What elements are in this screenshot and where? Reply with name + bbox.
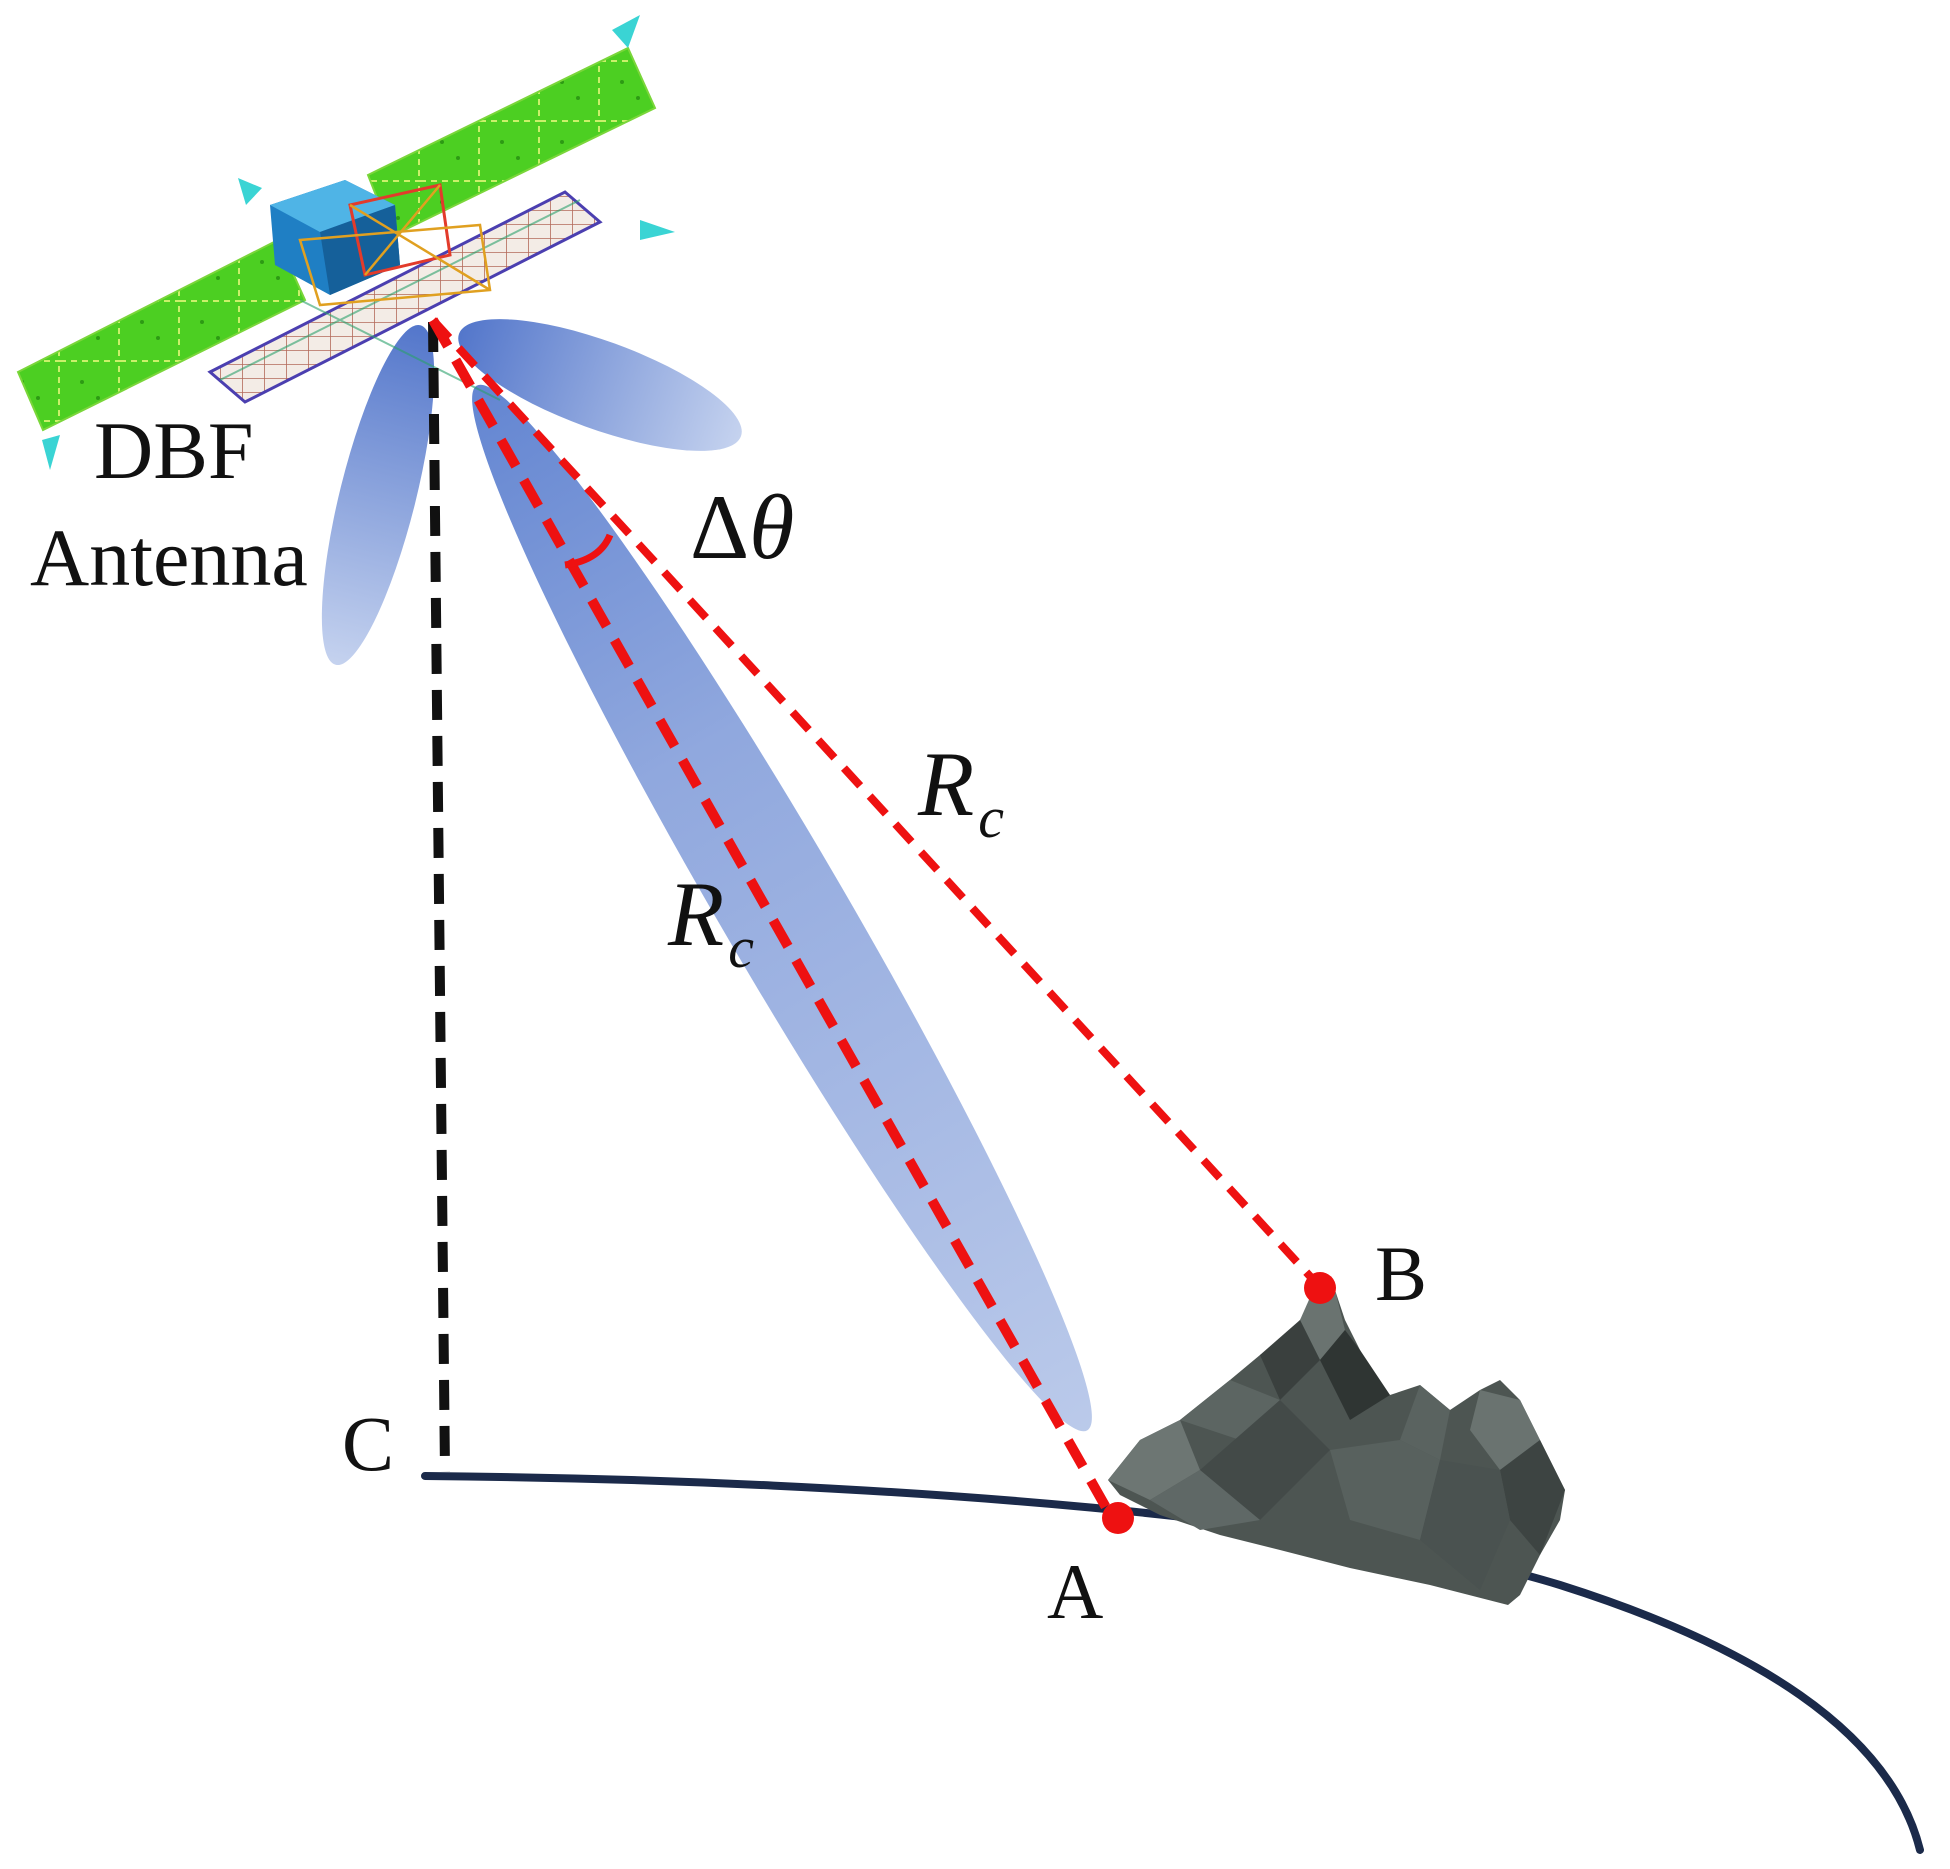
- nadir-line: [428, 321, 450, 1473]
- delta-theta-label: Δθ: [690, 476, 794, 578]
- point-b-label: B: [1375, 1230, 1427, 1317]
- solar-panel-lower: [16, 238, 307, 432]
- side-lobe-right: [458, 319, 742, 451]
- antenna-label-line2: Antenna: [30, 512, 308, 603]
- range-side-subscript: c: [978, 785, 1004, 850]
- range-side-label: Rc: [917, 733, 1004, 850]
- delta-symbol: Δ: [690, 476, 749, 578]
- range-side-symbol: R: [917, 733, 974, 835]
- point-b-marker: [1304, 1272, 1336, 1304]
- mountain: [1108, 1275, 1565, 1605]
- range-main-subscript: c: [728, 915, 754, 980]
- satellite: [16, 15, 675, 470]
- side-lobe-left: [321, 324, 435, 666]
- point-c-label: C: [342, 1400, 394, 1487]
- antenna-label-line1: DBF: [94, 405, 254, 496]
- ground-curve: [421, 1472, 1924, 1854]
- antenna-beams: [321, 319, 1092, 1432]
- range-main-symbol: R: [667, 863, 724, 965]
- solar-panel-upper: [366, 46, 657, 238]
- theta-symbol: θ: [749, 476, 794, 578]
- range-main-label: Rc: [667, 863, 754, 980]
- point-a-label: A: [1047, 1548, 1103, 1635]
- point-a-marker: [1102, 1502, 1134, 1534]
- main-beam: [472, 384, 1092, 1432]
- ray-to-b: [430, 317, 1321, 1288]
- angle-marker: [564, 533, 614, 569]
